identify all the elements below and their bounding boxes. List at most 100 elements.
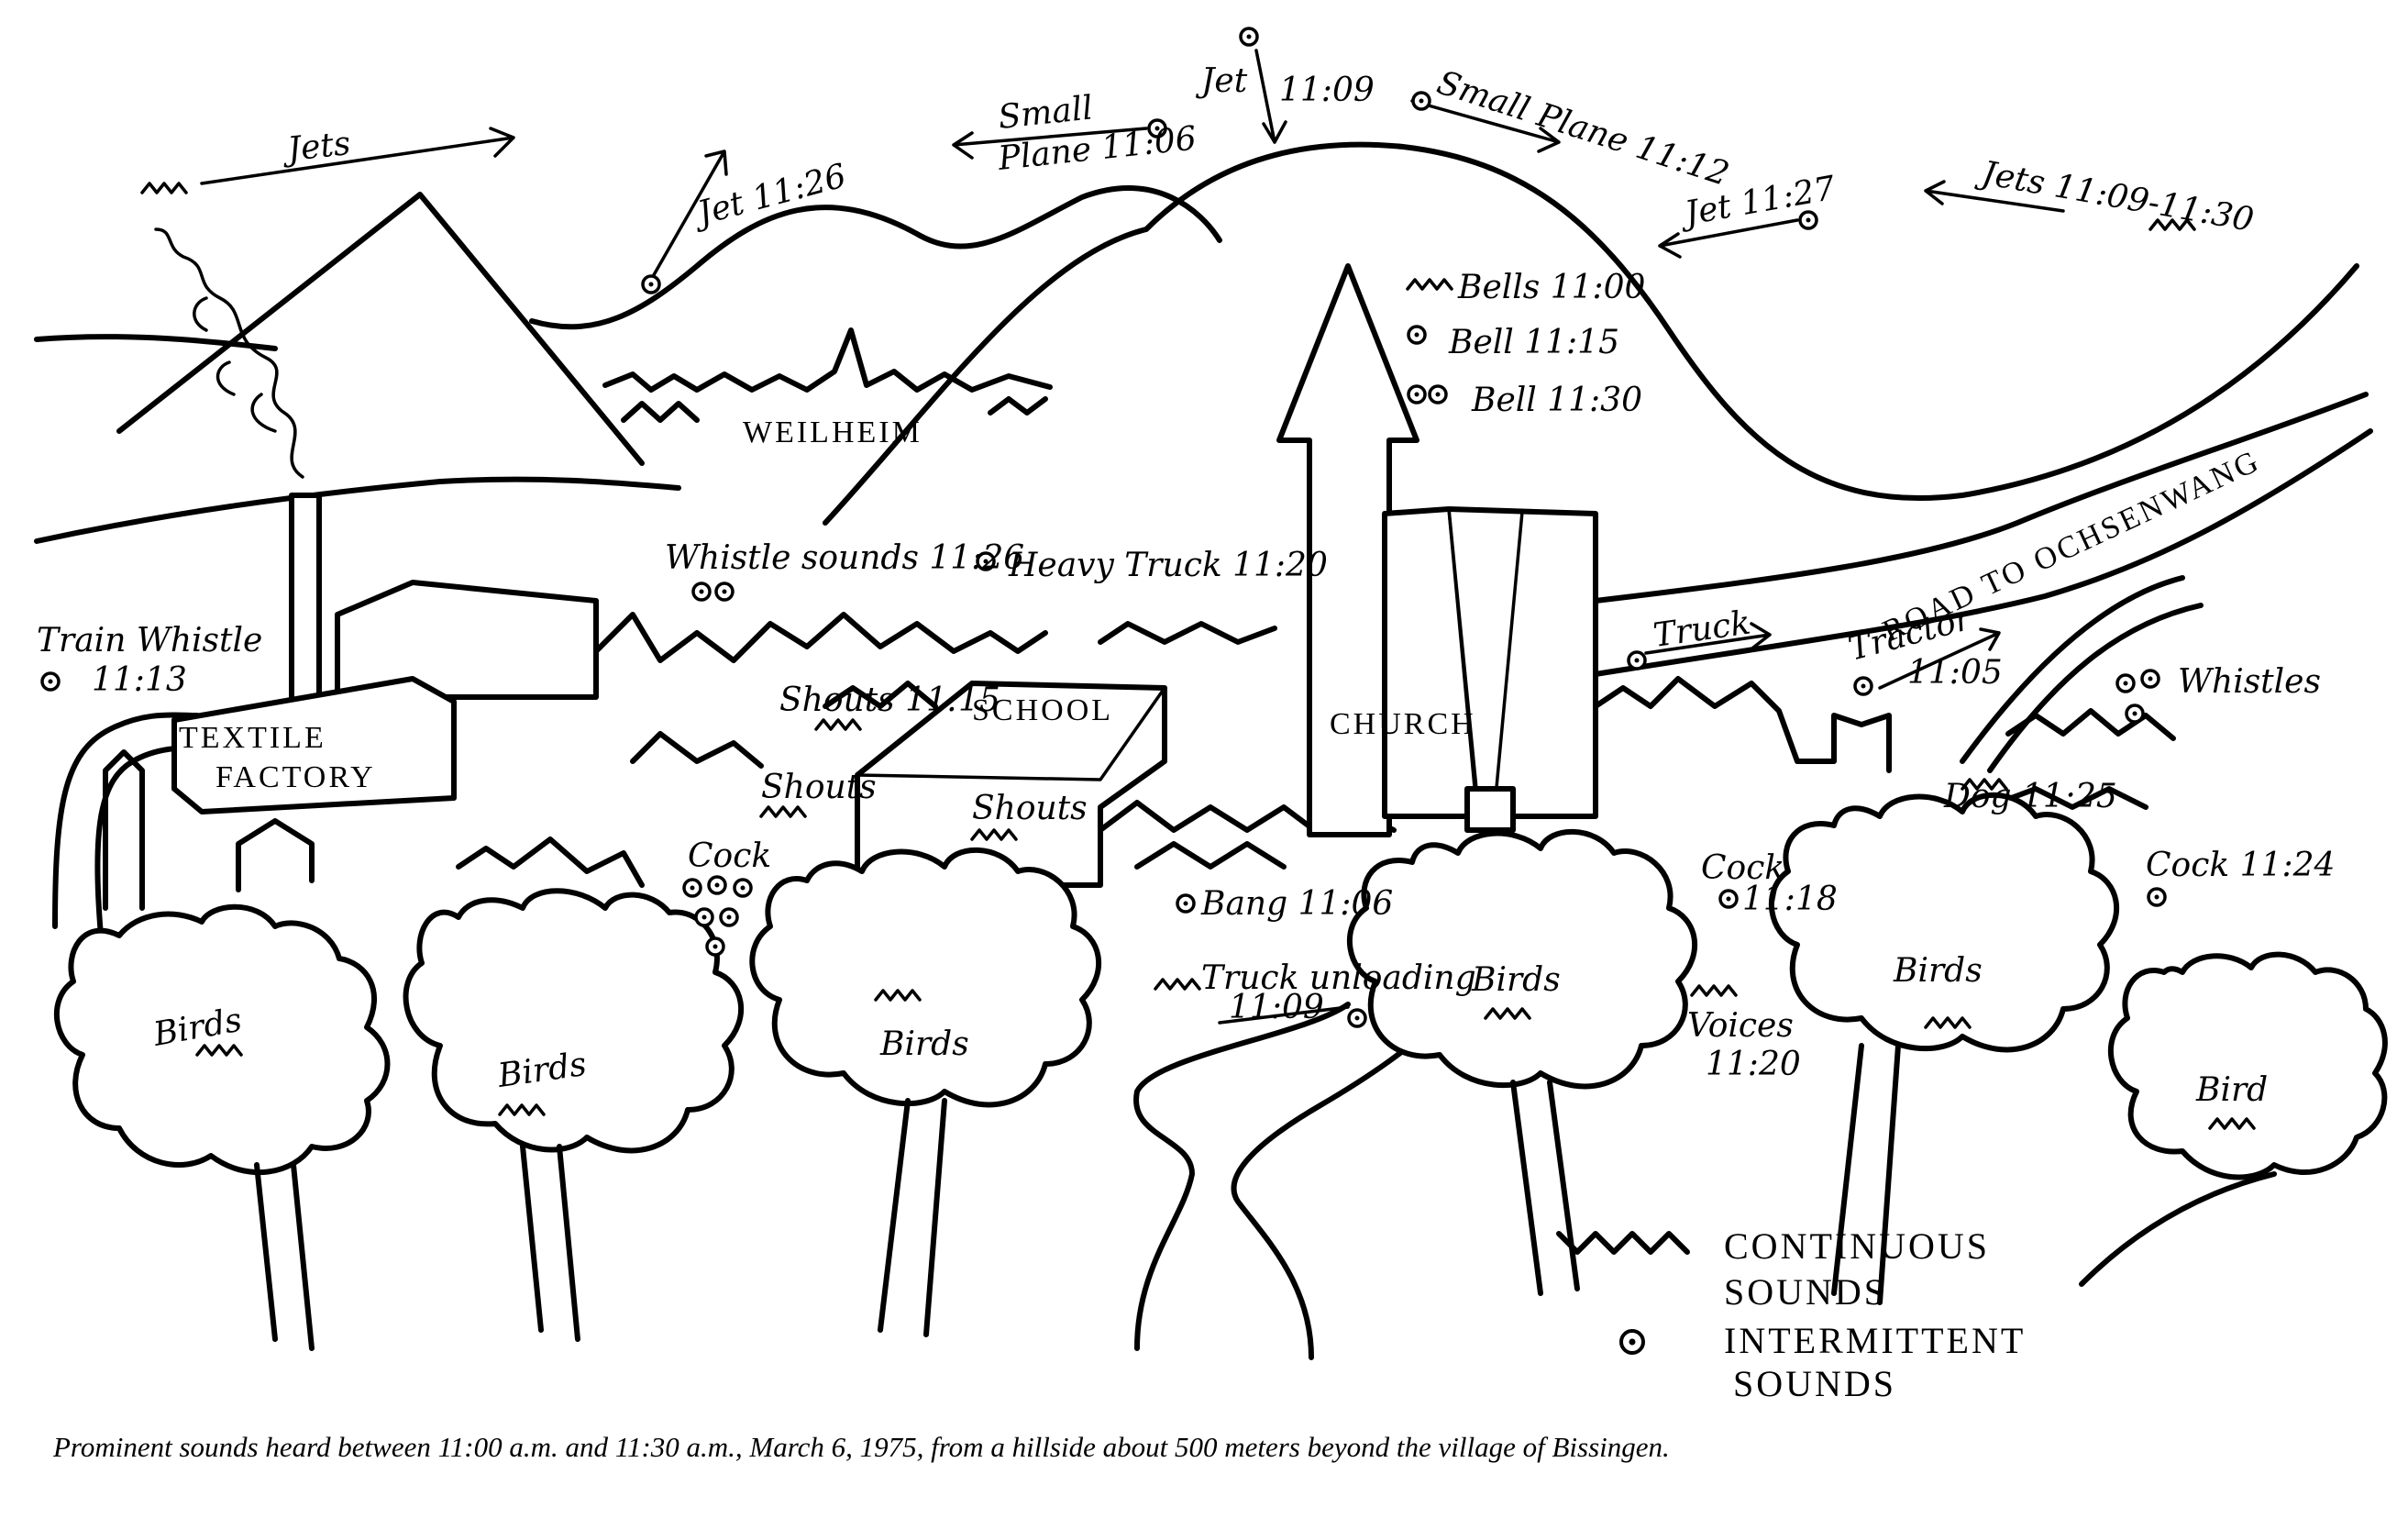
label-small-plane-1: Small [997,89,1095,137]
legend-continuous-2: SOUNDS [1724,1271,1887,1313]
roofline-low-mid [630,731,764,769]
legend-continuous-1: CONTINUOUS [1724,1225,1990,1267]
weilheim-roofs [602,327,1053,393]
hill-line [529,185,1222,330]
label-jet-1109-2: 11:09 [1279,72,1375,109]
label-small-plane-1112: Small Plane 11:12 [1432,64,1733,194]
label-bang: Bang 11:06 [1200,885,1393,923]
tree-5 [1769,792,2119,1053]
label-tree-3: Birds [879,1025,969,1063]
tree-3-trunk [878,1098,947,1337]
roofline-low-right2 [1134,841,1287,870]
road-ochsenwang-bottom [1593,428,2373,677]
label-jets-right: Jets 11:09-11:30 [1973,153,2257,239]
trees [54,792,2388,1351]
road-center-b [1231,1025,1433,1360]
zz-voices [1690,984,1738,997]
tree-5-trunk [1831,1043,1901,1305]
ring-whistle-a [691,582,712,602]
arrow-small-plane-1112 [1410,99,1561,153]
label-truck-unloading-1: Truck unloading [1201,959,1476,997]
roofline-mid-right [1098,621,1277,645]
sound-marks [40,27,2256,1130]
label-voices-2: 11:20 [1706,1046,1801,1083]
ring-truck [1627,650,1647,670]
ring-whistles-a [2115,673,2136,693]
ring-train-whistle [40,671,61,692]
label-jet-1126: Jet 11:26 [688,157,850,234]
label-truck-unloading-2: 11:09 [1229,989,1324,1026]
legend-continuous-symbol [1556,1231,1690,1255]
rail-left-a [52,712,200,929]
weilheim-roofs-3 [988,396,1048,416]
church-tower-line-a [1447,507,1480,809]
ring-cock-1 [682,878,702,898]
zz-shouts-1115 [814,718,862,731]
tree-1 [54,903,391,1176]
label-whistles: Whistles [2178,663,2321,701]
label-jets-left: Jets [280,125,353,170]
zz-truck-unloading [1154,978,1201,991]
label-train-whistle-1: Train Whistle [37,622,262,659]
arrow-jet-1126 [649,150,728,282]
truck-unloading-underline [1218,1005,1350,1025]
ring-bell-1115 [1407,325,1427,345]
label-cock-mid-1: Cock [1701,849,1784,887]
ring-whistles-c [2125,704,2145,724]
left-valley [34,476,681,544]
roofline-back [584,612,1048,663]
village [103,227,2176,911]
ring-cock-1118 [1718,889,1739,909]
school-roof-edge [856,686,1166,781]
label-bell-1115: Bell 11:15 [1448,324,1619,361]
label-train-whistle-2: 11:13 [92,661,187,699]
arrow-small-plane-1106 [952,127,1148,160]
ring-truck-unloading [1347,1008,1367,1028]
label-shouts-b: Shouts [972,790,1088,827]
ring-whistles-b [2140,669,2160,689]
legend-intermittent-dot [1629,1338,1636,1346]
church-tower [1382,506,1598,819]
ring-bell-1130-a [1407,384,1427,404]
ring-cock-4 [694,907,714,927]
ring-jet-1109 [1239,27,1259,47]
factory-smoke-2 [193,296,277,433]
tree-2 [403,888,744,1154]
ring-cock-6 [705,936,725,957]
legend: CONTINUOUS SOUNDS INTERMITTENT SOUNDS [1556,1225,2026,1404]
label-heavy-truck: Heavy Truck 11:20 [1008,547,1328,584]
factory-chimney [289,493,322,709]
label-jet-1109-1: Jet [1195,62,1248,100]
label-bells-1100: Bells 11:00 [1457,269,1645,306]
factory-smoke [154,227,304,479]
factory-building [171,676,457,814]
church-door [1464,786,1516,833]
road-center-a [1133,1002,1351,1351]
ring-bell-1130-b [1428,384,1448,404]
factory-back-block [335,580,599,700]
legend-intermittent-2: SOUNDS [1733,1363,1896,1404]
roofline-low-mid2 [823,681,938,709]
label-cock-mid-2: 11:18 [1742,881,1838,918]
label-tractor-2: 11:05 [1907,654,2003,692]
tree-4-trunk [1510,1080,1580,1296]
tree-1-trunk [254,1162,315,1351]
arrow-jets-left [200,127,515,185]
tree-4 [1347,828,1697,1090]
ring-cock-1124 [2147,887,2167,907]
label-dog: Dog 11:25 [1943,778,2117,815]
label-weilheim: WEILHEIM [743,416,922,449]
label-church: CHURCH [1330,707,1476,741]
arrow-tractor [1878,627,2001,690]
roofline-bottom-left [236,818,315,892]
arrow-jet-1127 [1658,218,1799,259]
label-bell-1130: Bell 11:30 [1471,382,1642,419]
legend-intermittent-1: INTERMITTENT [1724,1320,2026,1361]
zz-bells [1406,278,1453,291]
zz-shouts-a [759,805,807,818]
tree-3 [749,847,1101,1108]
label-tree-5: Birds [1893,952,1983,990]
mountain-left [116,192,645,466]
landscape [34,141,2359,544]
